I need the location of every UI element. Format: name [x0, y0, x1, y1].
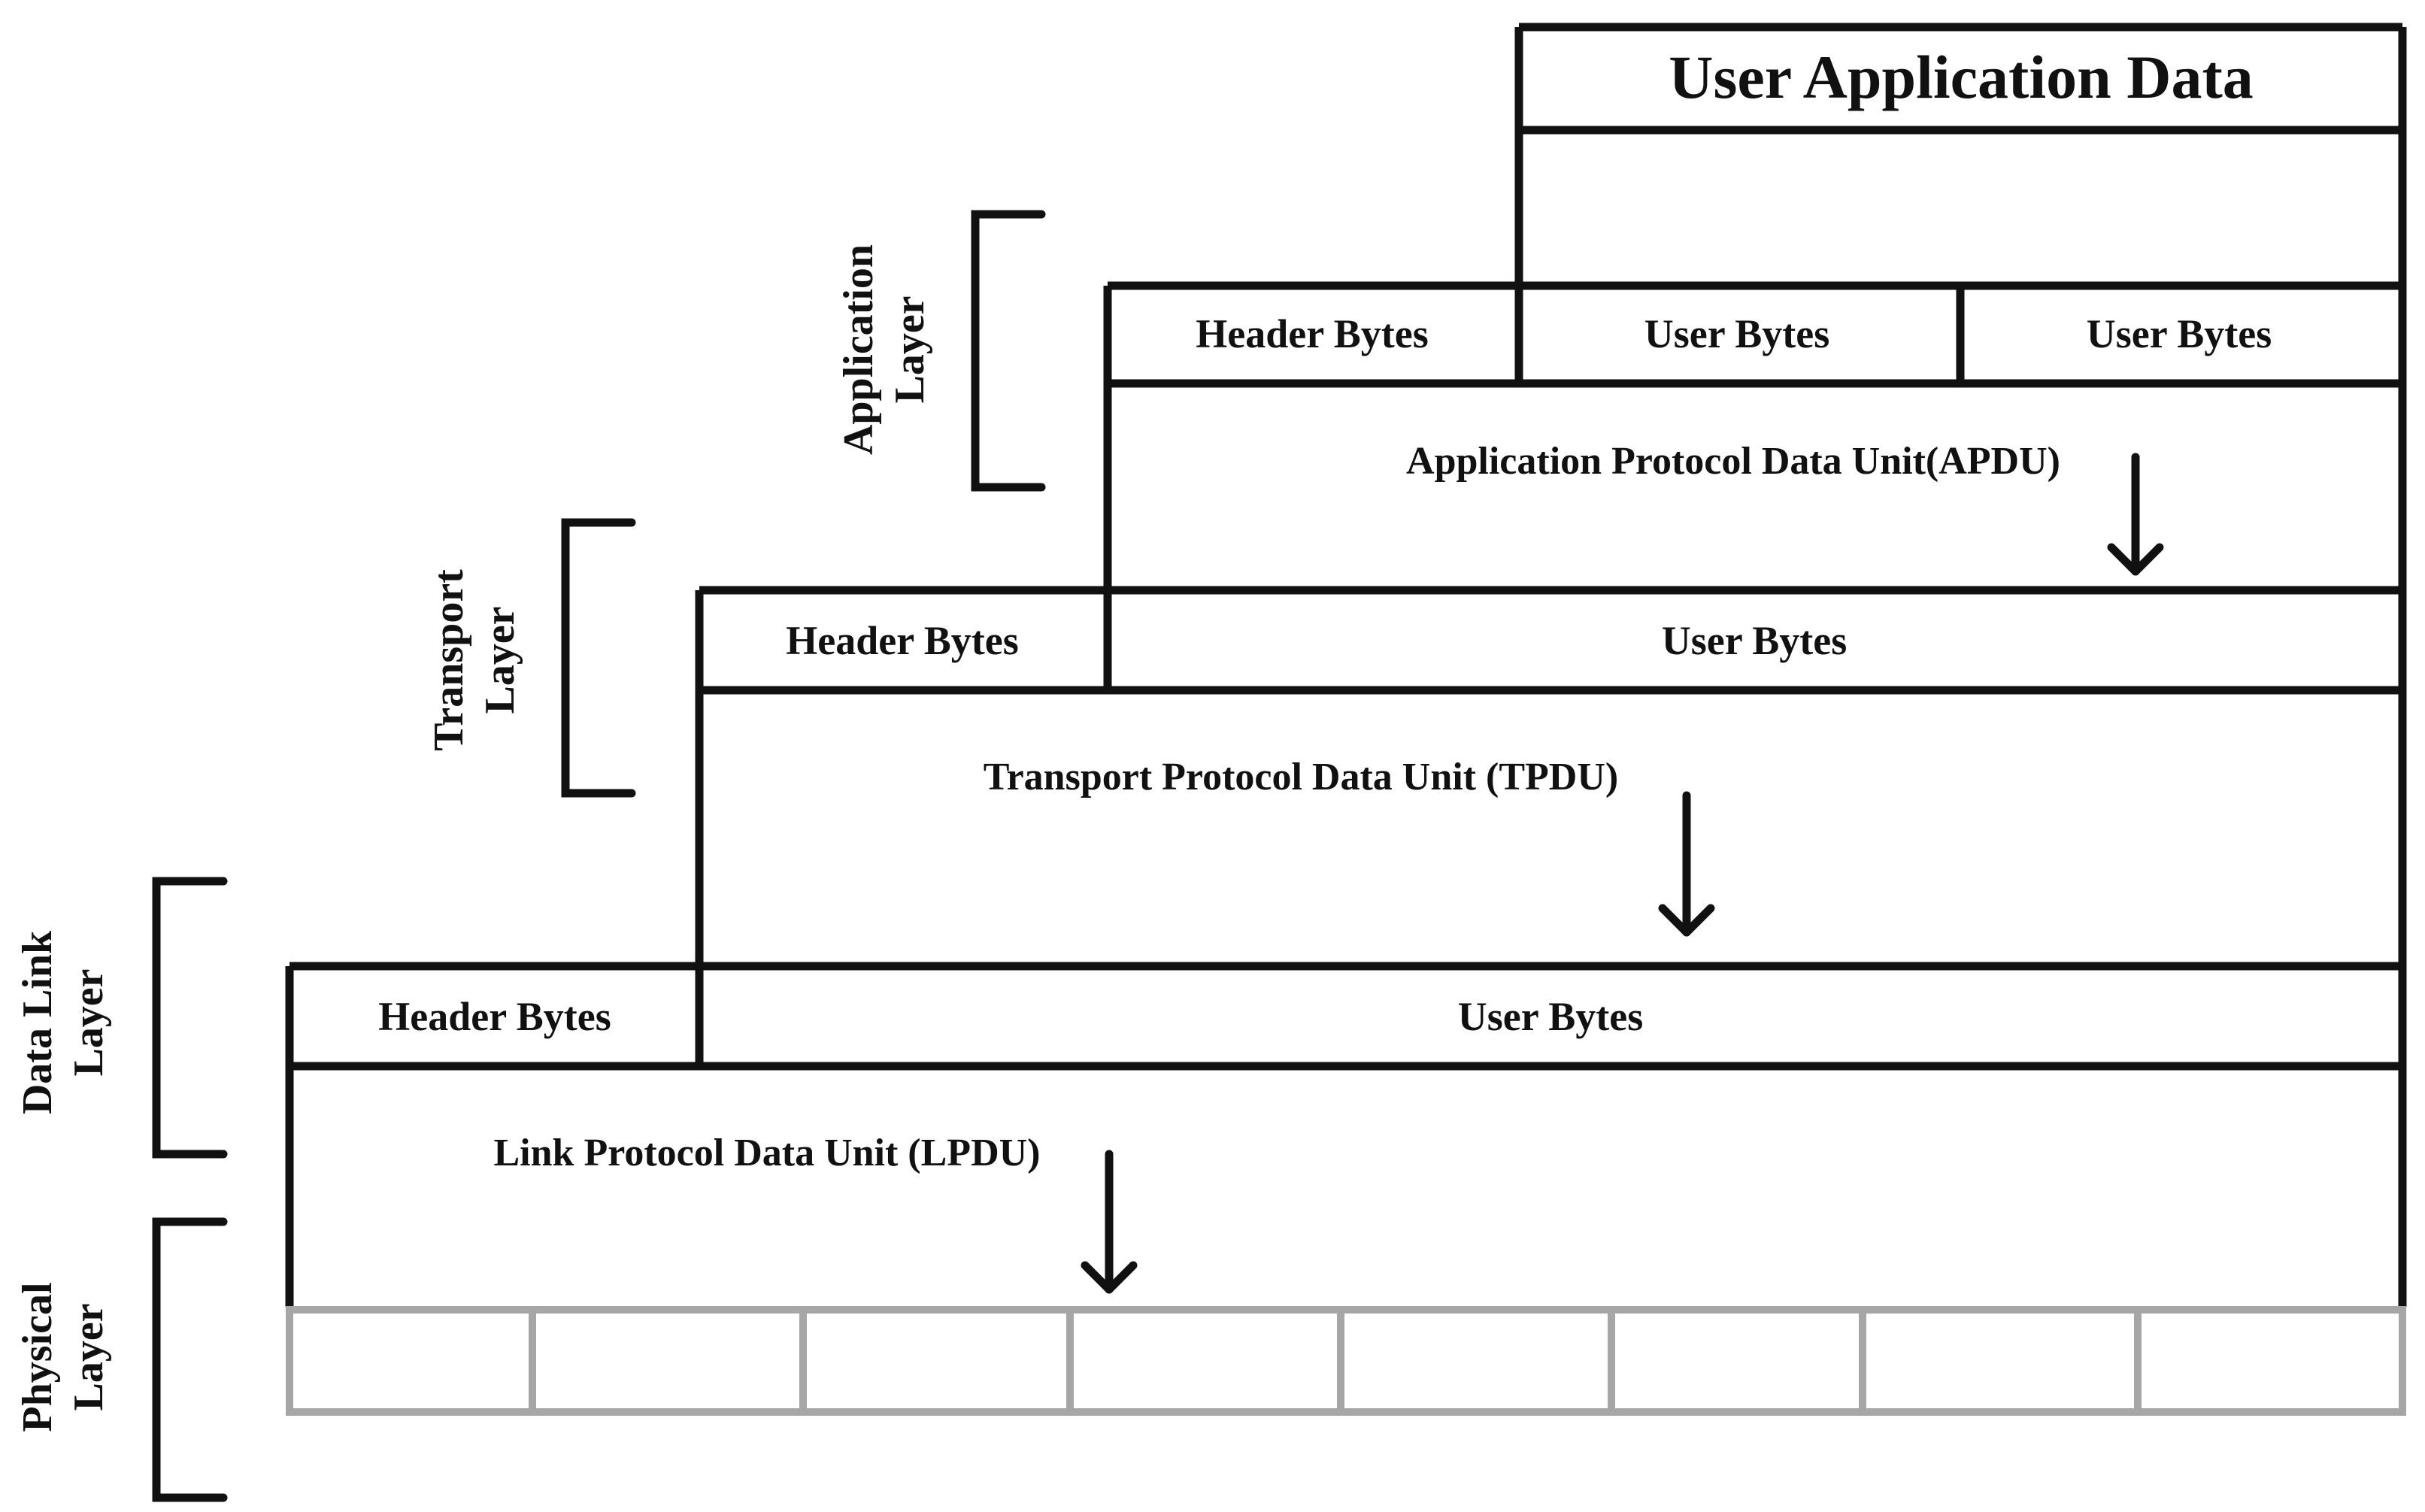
transport-layer-label: Transport Layer: [426, 569, 523, 751]
application-pdu-block: [1103, 281, 2407, 590]
transport-user-bytes-cell: User Bytes: [1662, 618, 1847, 663]
physical-layer-cell: [1859, 1306, 2142, 1416]
tpdu-label: Transport Protocol Data Unit (TPDU): [984, 756, 1618, 798]
layer-bracket-icon: [561, 518, 636, 798]
application-user-bytes-cell-1: User Bytes: [1644, 311, 1829, 356]
physical-layer-cell: [1066, 1306, 1344, 1416]
physical-layer-cell: [799, 1306, 1074, 1416]
svg-text:Layer: Layer: [887, 295, 933, 403]
physical-layer-cell: [286, 1306, 536, 1416]
physical-layer-cell: [2134, 1306, 2406, 1416]
user-application-data-block: [1514, 23, 2407, 286]
down-arrow-icon: [1081, 1150, 1138, 1294]
svg-text:Physical: Physical: [14, 1282, 61, 1432]
svg-text:Layer: Layer: [65, 968, 112, 1076]
physical-layer-cell: [1337, 1306, 1615, 1416]
application-user-bytes-cell-2: User Bytes: [2087, 311, 2272, 356]
layer-bracket-icon: [152, 1217, 228, 1502]
data-link-layer-label: Data Link Layer: [14, 930, 112, 1114]
user-application-data-title: User Application Data: [1669, 43, 2254, 111]
physical-layer-label: Physical Layer: [14, 1282, 112, 1432]
link-pdu-block: [285, 962, 2407, 1307]
down-arrow-icon: [2107, 453, 2164, 576]
application-header-bytes-cell: Header Bytes: [1196, 311, 1428, 356]
svg-text:Application: Application: [835, 244, 882, 455]
link-user-bytes-cell: User Bytes: [1458, 994, 1643, 1039]
link-header-bytes-cell: Header Bytes: [378, 994, 611, 1039]
physical-layer-grid: [286, 1306, 2406, 1416]
apdu-label: Application Protocol Data Unit(APDU): [1406, 440, 2060, 483]
svg-text:Data Link: Data Link: [14, 930, 61, 1114]
layer-bracket-icon: [971, 210, 1046, 492]
svg-text:Layer: Layer: [477, 606, 523, 714]
svg-text:Layer: Layer: [65, 1303, 112, 1410]
physical-layer-cell: [1608, 1306, 1866, 1416]
svg-text:Transport: Transport: [426, 569, 472, 751]
application-layer-label: Application Layer: [835, 244, 933, 455]
lpdu-label: Link Protocol Data Unit (LPDU): [493, 1132, 1040, 1174]
transport-header-bytes-cell: Header Bytes: [786, 618, 1018, 663]
down-arrow-icon: [1658, 791, 1715, 937]
layer-bracket-icon: [152, 877, 228, 1159]
transport-pdu-block: [695, 586, 2407, 966]
physical-layer-cell: [529, 1306, 807, 1416]
